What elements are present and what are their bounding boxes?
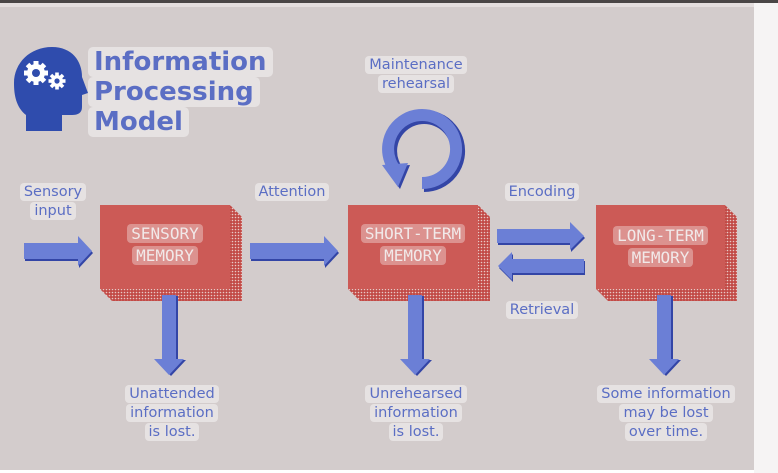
head-with-gears-icon: [14, 47, 88, 131]
short-term-loss-label: Unrehearsed information is lost.: [348, 385, 484, 442]
long-term-loss-arrow: [649, 295, 681, 376]
sensory-input-arrow: [24, 236, 93, 268]
long-term-memory-label: LONG-TERM MEMORY: [596, 225, 725, 269]
maintenance-rehearsal-label: Maintenance rehearsal: [350, 56, 482, 94]
retrieval-label: Retrieval: [496, 301, 588, 320]
encoding-arrow: [497, 222, 585, 252]
right-margin: [754, 3, 778, 473]
long-term-memory-box: [596, 205, 737, 301]
diagram-graphics: [14, 47, 737, 376]
diagram-title: Information Processing Model: [88, 47, 273, 137]
short-term-loss-arrow: [400, 295, 432, 376]
sensory-loss-arrow: [154, 295, 186, 376]
sensory-memory-label: SENSORY MEMORY: [100, 223, 230, 267]
long-term-loss-label: Some information may be lost over time.: [586, 385, 746, 442]
sensory-loss-label: Unattended information is lost.: [104, 385, 240, 442]
short-term-memory-box: [348, 205, 490, 301]
attention-arrow: [250, 236, 339, 268]
retrieval-arrow: [498, 252, 585, 282]
short-term-memory-label: SHORT-TERM MEMORY: [348, 223, 478, 267]
encoding-label: Encoding: [496, 183, 588, 202]
sensory-memory-box: [100, 205, 242, 301]
sensory-input-label: Sensory input: [12, 183, 94, 221]
top-border: [0, 3, 754, 7]
attention-label: Attention: [246, 183, 338, 202]
rehearsal-loop-arrow: [382, 109, 466, 192]
